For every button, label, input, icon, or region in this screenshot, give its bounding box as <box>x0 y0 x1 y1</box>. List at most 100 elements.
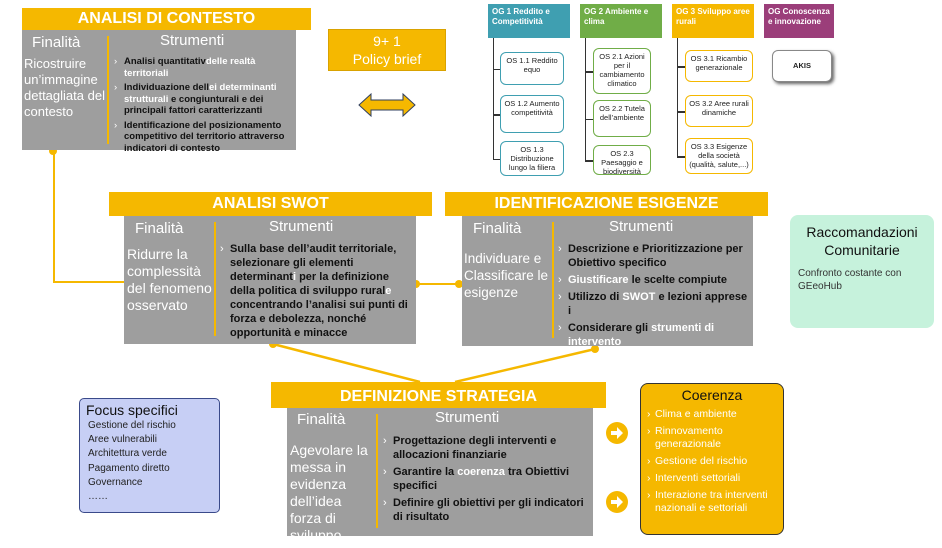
os-box: OS 1.3 Distribuzione lungo la filiera <box>500 141 564 176</box>
os-box: OS 3.3 Esigenze della società (qualità, … <box>685 138 753 174</box>
focus-title: Focus specifici <box>86 402 178 418</box>
strumento-item: › Giustificare le scelte compiute <box>558 273 752 287</box>
coerenza-item-label: Clima e ambiente <box>655 408 737 420</box>
definizione-strategia-panel: Finalità Strumenti Agevolare la messa in… <box>287 408 593 543</box>
os-box: OS 1.1 Reddito equo <box>500 52 564 85</box>
text-segment: Descrizione e Prioritizzazione per Obiet… <box>568 243 743 269</box>
og-header: OG 1 Reddito e Competitività <box>488 4 570 38</box>
coerenza-item-label: Rinnovamento generazionale <box>655 425 723 450</box>
chevron-right-icon: › <box>114 82 118 93</box>
coerenza-item-label: Gestione del rischio <box>655 455 748 467</box>
chevron-right-icon: › <box>647 425 651 437</box>
arrow-right-icon <box>606 422 628 444</box>
strumenti-list: › Descrizione e Prioritizzazione per Obi… <box>558 242 752 352</box>
finalita-label: Finalità <box>473 220 522 237</box>
strumenti-label: Strumenti <box>435 409 500 426</box>
finalita-text: Individuare e Classificare le esigenze <box>464 251 549 300</box>
raccomandazioni-title: Raccomandazioni Comunitarie <box>806 224 918 258</box>
focus-item: Pagamento diretto <box>88 462 170 474</box>
strumento-item: ›Analisi quantitativdelle realtà territo… <box>114 56 294 79</box>
os-box: OS 2.2 Tutela dell’ambiente <box>593 100 651 137</box>
chevron-right-icon: › <box>383 466 387 478</box>
tree-connector <box>493 114 500 116</box>
os-box: AKIS <box>772 50 832 82</box>
connector-swot-esigenze <box>415 283 460 285</box>
raccomandazioni-box: Raccomandazioni Comunitarie Confronto co… <box>790 215 934 328</box>
text-segment: Sulla base dell’audit territoriale, sele… <box>230 243 397 283</box>
coerenza-item: › Rinnovamento generazionale <box>647 425 777 451</box>
tree-connector <box>585 38 586 160</box>
strumento-item: ›Utilizzo di SWOT e lezioni apprese i <box>558 290 752 318</box>
tree-connector <box>677 156 685 158</box>
chevron-right-icon: › <box>647 489 651 501</box>
finalita-label: Finalità <box>135 220 184 237</box>
chevron-right-icon: › <box>558 243 562 255</box>
divider <box>107 36 109 144</box>
text-segment: tra Obiettivi specifici <box>393 466 570 492</box>
focus-item: Gestione del rischio <box>88 420 176 431</box>
strumenti-text: ›Sulla base dell’audit territoriale, sel… <box>220 243 408 339</box>
analisi-swot-panel: Finalità Strumenti Ridurre la complessit… <box>124 216 416 344</box>
text-segment: per la definizione della politica di svi… <box>230 271 389 297</box>
tree-connector <box>493 68 500 70</box>
focus-item: Architettura verde <box>88 448 167 460</box>
finalita-label: Finalità <box>297 411 346 428</box>
og-header: OG 3 Sviluppo aree rurali <box>672 4 754 38</box>
strumenti-label: Strumenti <box>160 32 225 49</box>
connector-dot <box>49 147 57 155</box>
strumenti-label: Strumenti <box>609 218 674 235</box>
text-segment: Utilizzo di <box>568 291 623 303</box>
strumenti-list: ›Analisi quantitativdelle realtà territo… <box>114 56 294 157</box>
tree-connector <box>493 38 494 159</box>
identificazione-esigenze-title: IDENTIFICAZIONE ESIGENZE <box>445 192 768 216</box>
divider <box>376 414 378 528</box>
highlighted-text: coerenza <box>457 466 505 478</box>
text-segment: e lezioni apprese i <box>568 291 748 317</box>
tree-connector <box>677 111 685 113</box>
text-segment: le scelte compiute <box>628 274 727 286</box>
strumenti-list: › Progettazione degli interventi e alloca… <box>383 434 591 527</box>
strumento-item: ›Progettazione degli interventi e alloca… <box>383 434 591 462</box>
definizione-strategia-title: DEFINIZIONE STRATEGIA <box>271 382 606 408</box>
text-segment: Individuazione dell <box>124 82 209 93</box>
finalita-label: Finalità <box>32 34 81 51</box>
tree-connector <box>677 66 685 68</box>
tree-connector <box>493 158 500 160</box>
highlighted-text: ei determinanti strutturali <box>124 82 277 105</box>
os-box: OS 3.1 Ricambio generazionale <box>685 50 753 82</box>
chevron-right-icon: › <box>383 497 387 509</box>
obiettivi-generali: OG 1 Reddito e Competitività OS 1.1 Reddi… <box>0 0 942 200</box>
coerenza-item-label: Interventi settoriali <box>655 472 741 484</box>
chevron-right-icon: › <box>558 274 562 286</box>
chevron-right-icon: › <box>647 455 651 467</box>
analisi-swot-title: ANALISI SWOT <box>109 192 432 216</box>
double-arrow-icon <box>358 92 416 118</box>
og-header: OG 2 Ambiente e clima <box>580 4 662 38</box>
text-segment: Progettazione degli interventi e allocaz… <box>393 435 557 461</box>
chevron-right-icon: › <box>114 56 118 67</box>
connector-swot-left <box>53 281 125 283</box>
finalita-text: Agevolare la messa in evidenza dell’idea… <box>290 442 368 543</box>
highlighted-text: i <box>292 271 297 283</box>
coerenza-item: › Clima e ambiente <box>647 408 777 421</box>
strumento-item: ›Identificazione del posizionamento comp… <box>114 120 294 155</box>
coerenza-list: › Clima e ambiente › Rinnovamento generazio… <box>647 408 777 515</box>
tree-connector <box>585 118 593 120</box>
text-segment: Considerare gli <box>568 322 652 334</box>
highlighted-text: Giustificare <box>568 274 629 286</box>
finalita-text: Ridurre la complessità del fenomeno osse… <box>127 246 212 313</box>
os-box: OS 2.1 Azioni per il cambiamento climati… <box>593 48 651 94</box>
strumento-item: ›Definire gli obiettivi per gli indicato… <box>383 496 591 524</box>
text-segment: Analisi quantitativ <box>124 56 206 67</box>
divider <box>214 222 216 336</box>
finalita-text: Ricostruire un’immagine dettagliata del … <box>24 56 105 119</box>
highlighted-text: e <box>385 285 392 297</box>
text-segment: Garantire la <box>393 466 458 478</box>
policy-brief-box: 9+ 1 Policy brief <box>328 29 446 71</box>
arrow-right-icon <box>606 491 628 513</box>
highlighted-text: strumenti di intervento <box>568 322 715 348</box>
chevron-right-icon: › <box>647 408 651 420</box>
analisi-contesto-panel: Finalità Strumenti Ricostruire un’immagi… <box>22 30 296 154</box>
